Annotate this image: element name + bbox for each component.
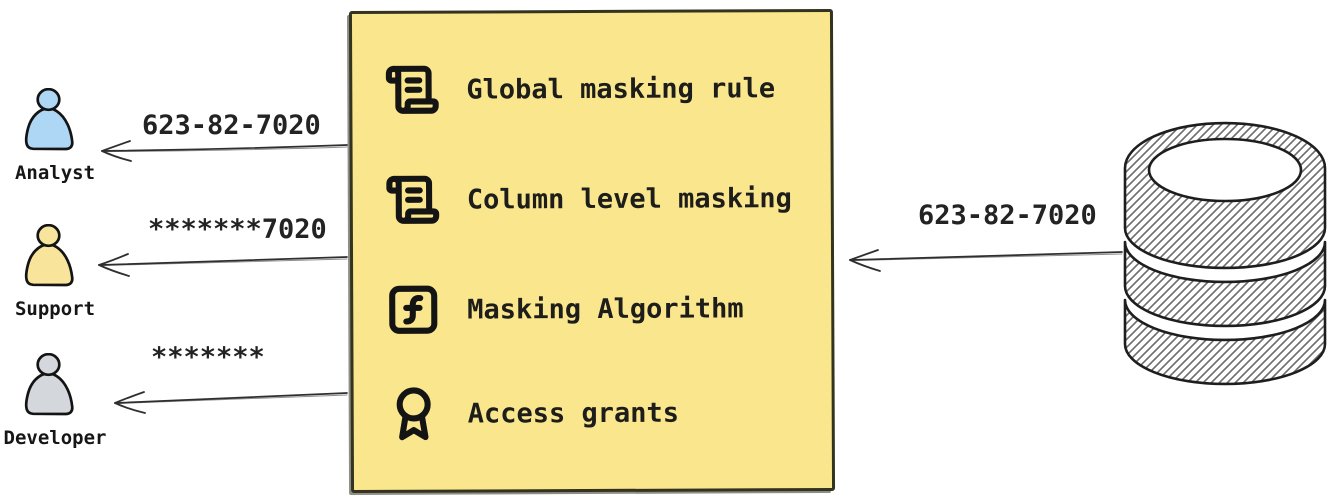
scroll-text-icon bbox=[384, 62, 440, 118]
actor-label: Support bbox=[14, 298, 96, 320]
box-item-label: Column level masking bbox=[466, 182, 792, 216]
actor-label: Developer bbox=[3, 427, 107, 449]
box-item-label: Access grants bbox=[467, 397, 680, 430]
actor-label: Analyst bbox=[14, 162, 96, 184]
value-from-database: 623-82-7020 bbox=[918, 200, 1097, 231]
function-square-icon bbox=[385, 282, 441, 338]
person-icon bbox=[24, 88, 74, 151]
masking-policy-box: Global masking rule Column level masking bbox=[348, 8, 836, 494]
box-item-global-masking-rule: Global masking rule bbox=[384, 60, 775, 118]
actor-analyst: Analyst bbox=[0, 88, 110, 184]
value-to-developer: ******* bbox=[151, 342, 265, 373]
database-icon bbox=[1116, 118, 1334, 398]
actor-support: Support bbox=[0, 224, 110, 320]
box-item-label: Global masking rule bbox=[466, 72, 776, 106]
box-item-column-level-masking: Column level masking bbox=[385, 170, 792, 228]
award-icon bbox=[386, 386, 442, 442]
arrow-to-support bbox=[98, 253, 348, 277]
person-icon bbox=[24, 353, 74, 416]
box-item-label: Masking Algorithm bbox=[467, 292, 744, 326]
value-to-support: *******7020 bbox=[148, 214, 327, 245]
person-icon bbox=[24, 224, 74, 287]
arrow-from-database bbox=[849, 249, 1123, 272]
value-to-analyst: 623-82-7020 bbox=[142, 110, 321, 141]
arrow-to-analyst bbox=[101, 140, 348, 162]
box-item-masking-algorithm: Masking Algorithm bbox=[385, 280, 744, 338]
scroll-text-icon bbox=[385, 172, 441, 228]
box-item-access-grants: Access grants bbox=[386, 385, 680, 442]
actor-developer: Developer bbox=[0, 353, 110, 449]
arrow-to-developer bbox=[114, 391, 348, 414]
